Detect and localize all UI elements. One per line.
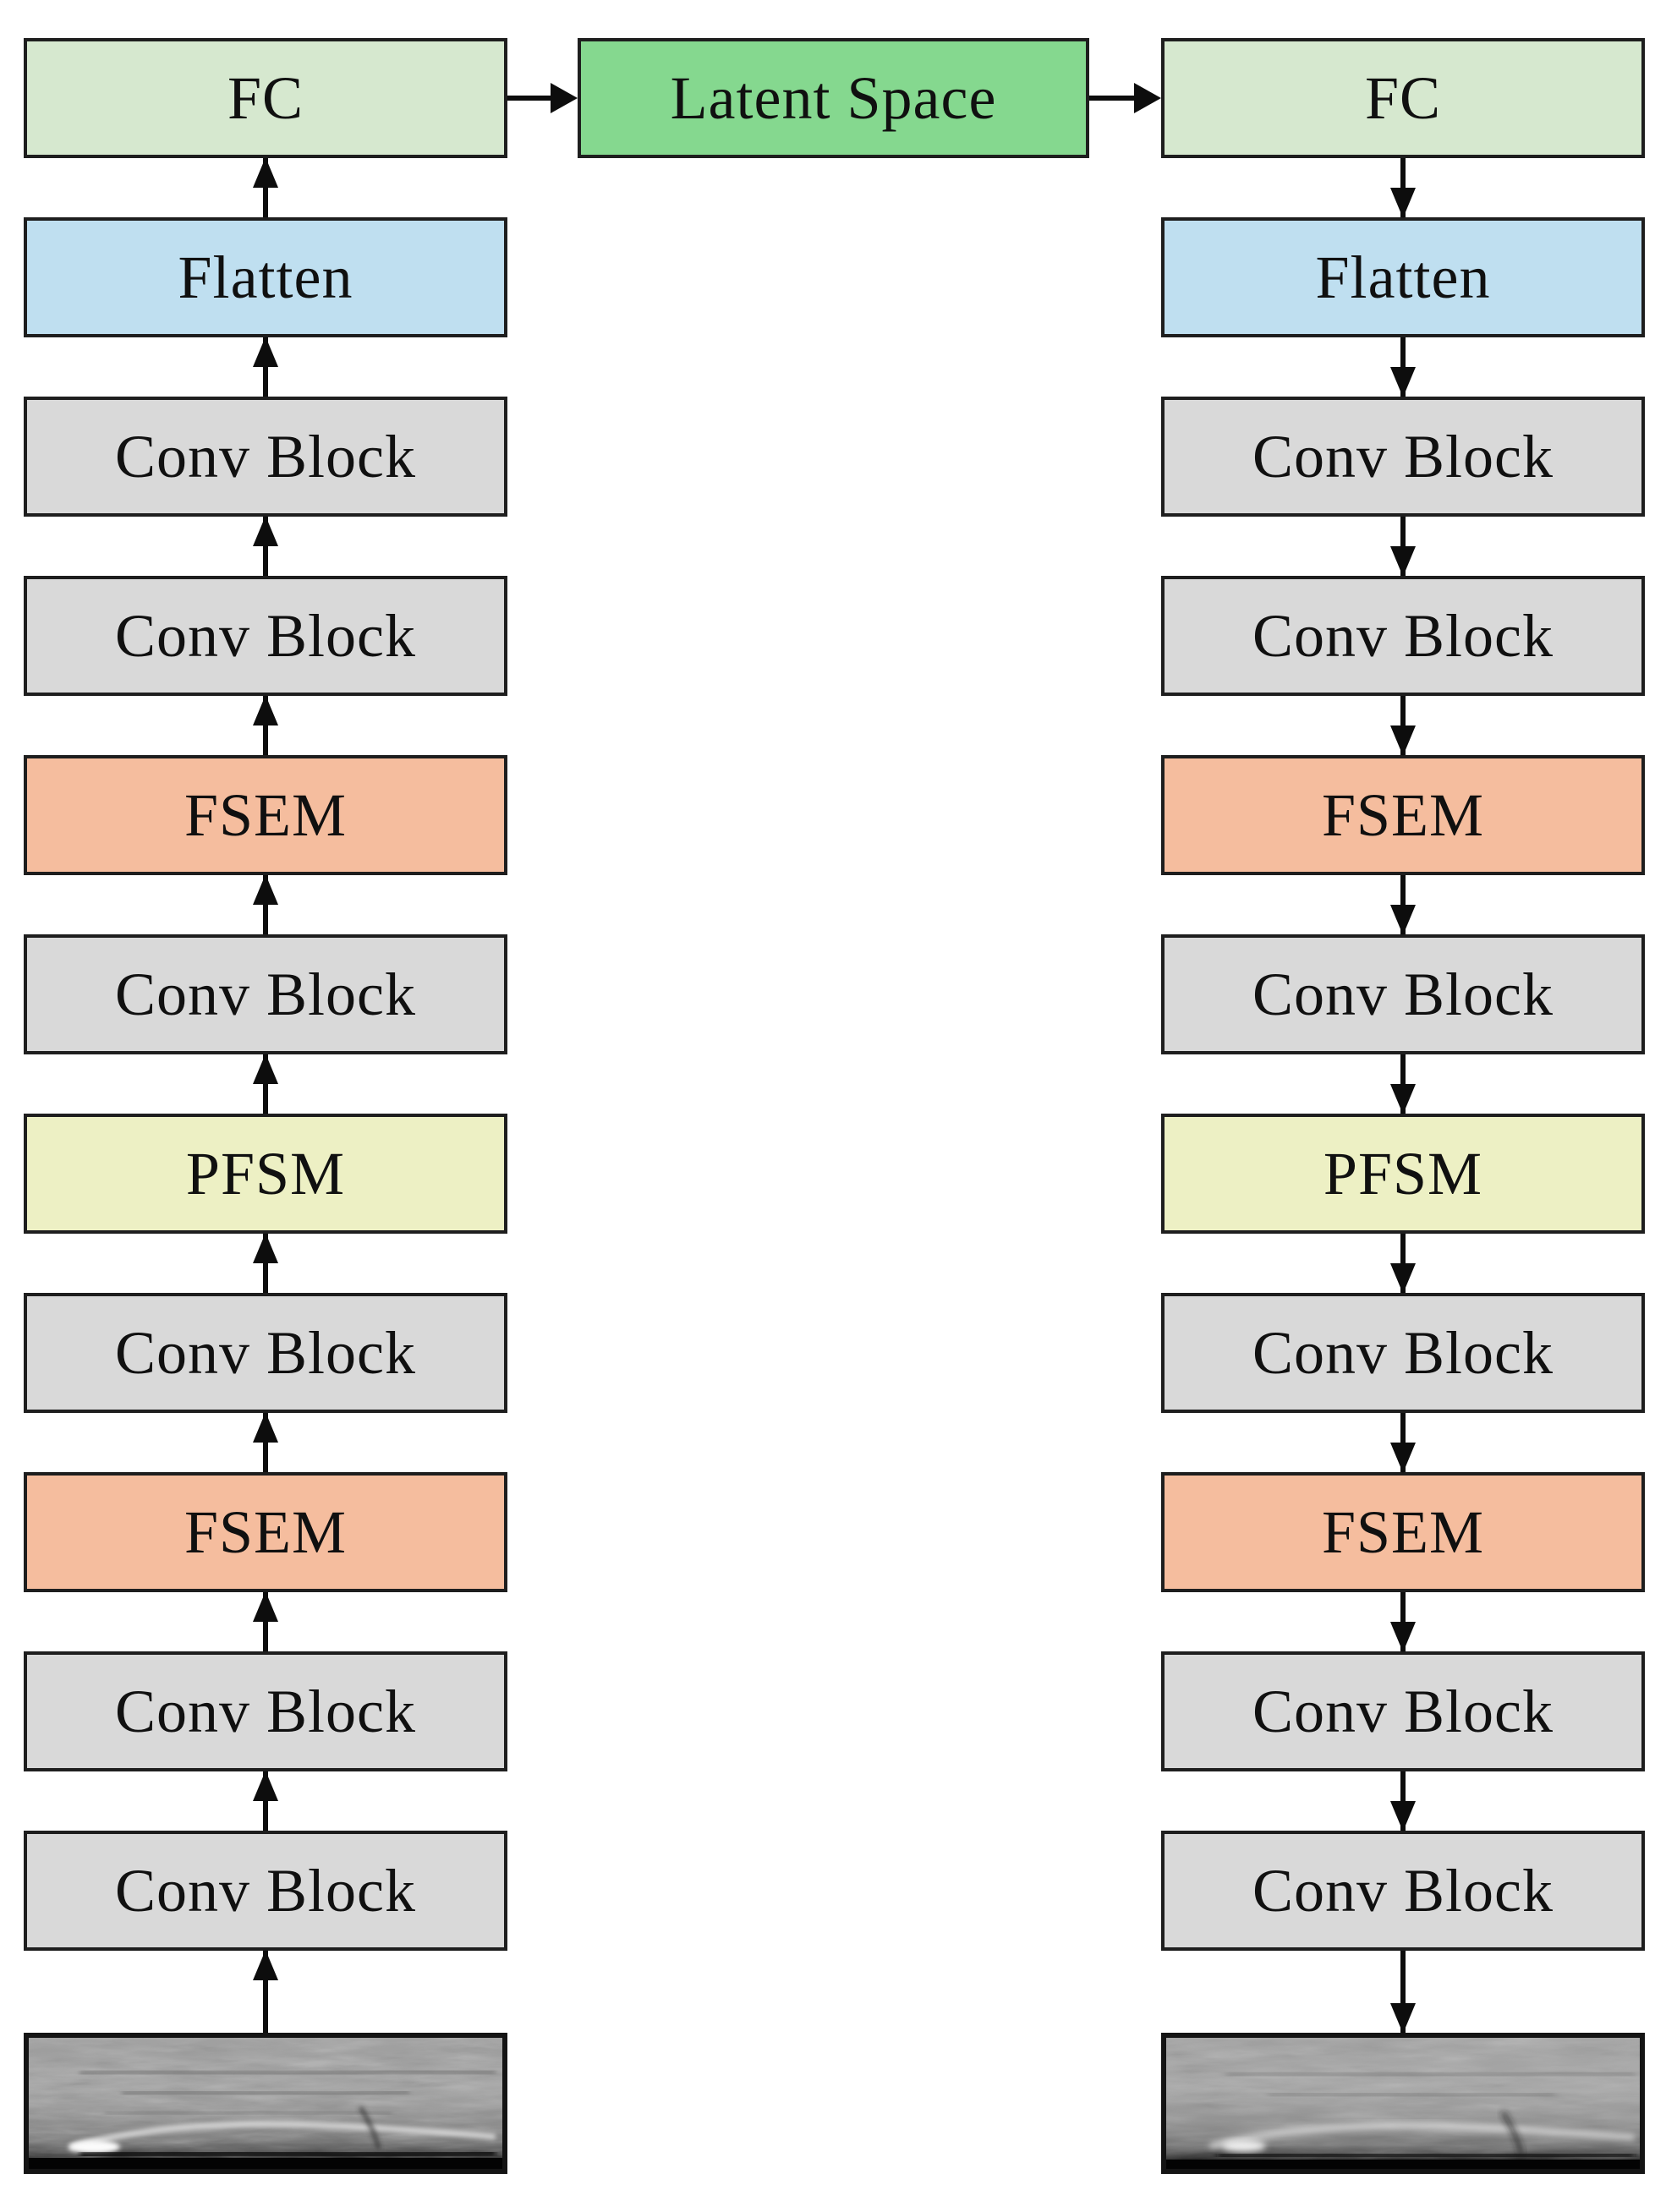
decoder-flatten-node: Flatten <box>1161 217 1645 337</box>
reconstructed-spectrogram-image <box>1161 2033 1645 2174</box>
node-label: Conv Block <box>1252 1677 1554 1745</box>
node-label: Conv Block <box>1252 422 1554 490</box>
decoder-fsem-1: FSEM <box>1161 755 1645 875</box>
encoder-conv-block-5: Conv Block <box>24 1651 507 1771</box>
decoder-fc-node: FC <box>1161 38 1645 158</box>
node-label: PFSM <box>1323 1139 1483 1207</box>
node-label: FC <box>1364 63 1442 132</box>
node-label: Conv Block <box>1252 960 1554 1028</box>
arrow-down-icon <box>1161 517 1645 577</box>
encoder-pfsm-node: PFSM <box>24 1114 507 1234</box>
node-label: Conv Block <box>114 601 416 670</box>
encoder-conv-block-2: Conv Block <box>24 576 507 696</box>
arrow-up-icon <box>24 1054 507 1114</box>
node-label: Latent Space <box>670 63 997 132</box>
node-label: Conv Block <box>114 1677 416 1745</box>
arrow-down-icon <box>1161 1234 1645 1294</box>
decoder-column: FC Flatten Conv Block Conv Block FSEM Co… <box>1161 38 1645 2174</box>
node-label: Flatten <box>1315 243 1491 311</box>
decoder-conv-block-3: Conv Block <box>1161 934 1645 1054</box>
input-spectrogram-image <box>24 2033 507 2174</box>
arrow-right-icon <box>507 83 578 113</box>
arrow-down-icon <box>1161 337 1645 397</box>
arrow-down-icon <box>1161 1771 1645 1831</box>
arrow-up-icon <box>24 516 507 576</box>
arrow-down-icon <box>1161 1951 1645 2034</box>
arrow-down-icon <box>1161 875 1645 935</box>
arrow-down-icon <box>1161 1592 1645 1652</box>
arrow-up-icon <box>24 695 507 755</box>
decoder-pfsm-node: PFSM <box>1161 1114 1645 1234</box>
arrow-down-icon <box>1161 1413 1645 1473</box>
node-label: FSEM <box>184 780 348 849</box>
node-label: Flatten <box>178 243 353 311</box>
arrow-up-icon <box>24 1591 507 1651</box>
decoder-conv-block-6: Conv Block <box>1161 1831 1645 1951</box>
node-label: PFSM <box>185 1139 346 1207</box>
decoder-conv-block-1: Conv Block <box>1161 397 1645 517</box>
encoder-fsem-1: FSEM <box>24 755 507 875</box>
arrow-up-icon <box>24 874 507 934</box>
node-label: FSEM <box>1321 1497 1485 1566</box>
node-label: FSEM <box>1321 780 1485 849</box>
node-label: Conv Block <box>1252 1318 1554 1387</box>
encoder-conv-block-6: Conv Block <box>24 1831 507 1951</box>
node-label: Conv Block <box>114 1318 416 1387</box>
encoder-column: FC Flatten Conv Block Conv Block FSEM Co… <box>24 38 507 2174</box>
arrow-up-icon <box>24 1233 507 1293</box>
arrow-down-icon <box>1161 158 1645 218</box>
encoder-fc-node: FC <box>24 38 507 158</box>
decoder-conv-block-4: Conv Block <box>1161 1293 1645 1413</box>
encoder-conv-block-3: Conv Block <box>24 934 507 1054</box>
node-label: FSEM <box>184 1497 348 1566</box>
arrow-up-icon <box>24 1412 507 1472</box>
node-label: Conv Block <box>1252 601 1554 670</box>
decoder-conv-block-5: Conv Block <box>1161 1651 1645 1771</box>
encoder-conv-block-1: Conv Block <box>24 397 507 517</box>
node-label: Conv Block <box>1252 1856 1554 1925</box>
decoder-conv-block-2: Conv Block <box>1161 576 1645 696</box>
decoder-fsem-2: FSEM <box>1161 1472 1645 1592</box>
arrow-down-icon <box>1161 696 1645 756</box>
encoder-fsem-2: FSEM <box>24 1472 507 1592</box>
node-label: FC <box>227 63 304 132</box>
encoder-flatten-node: Flatten <box>24 217 507 337</box>
arrow-up-icon <box>24 337 507 397</box>
arrow-up-icon <box>24 1771 507 1831</box>
encoder-conv-block-4: Conv Block <box>24 1293 507 1413</box>
node-label: Conv Block <box>114 1856 416 1925</box>
latent-space-node: Latent Space <box>578 38 1089 158</box>
arrow-up-icon <box>24 157 507 217</box>
node-label: Conv Block <box>114 422 416 490</box>
arrow-down-icon <box>1161 1054 1645 1114</box>
arrow-right-icon <box>1089 83 1161 113</box>
arrow-up-icon <box>24 1950 507 2033</box>
node-label: Conv Block <box>114 960 416 1028</box>
